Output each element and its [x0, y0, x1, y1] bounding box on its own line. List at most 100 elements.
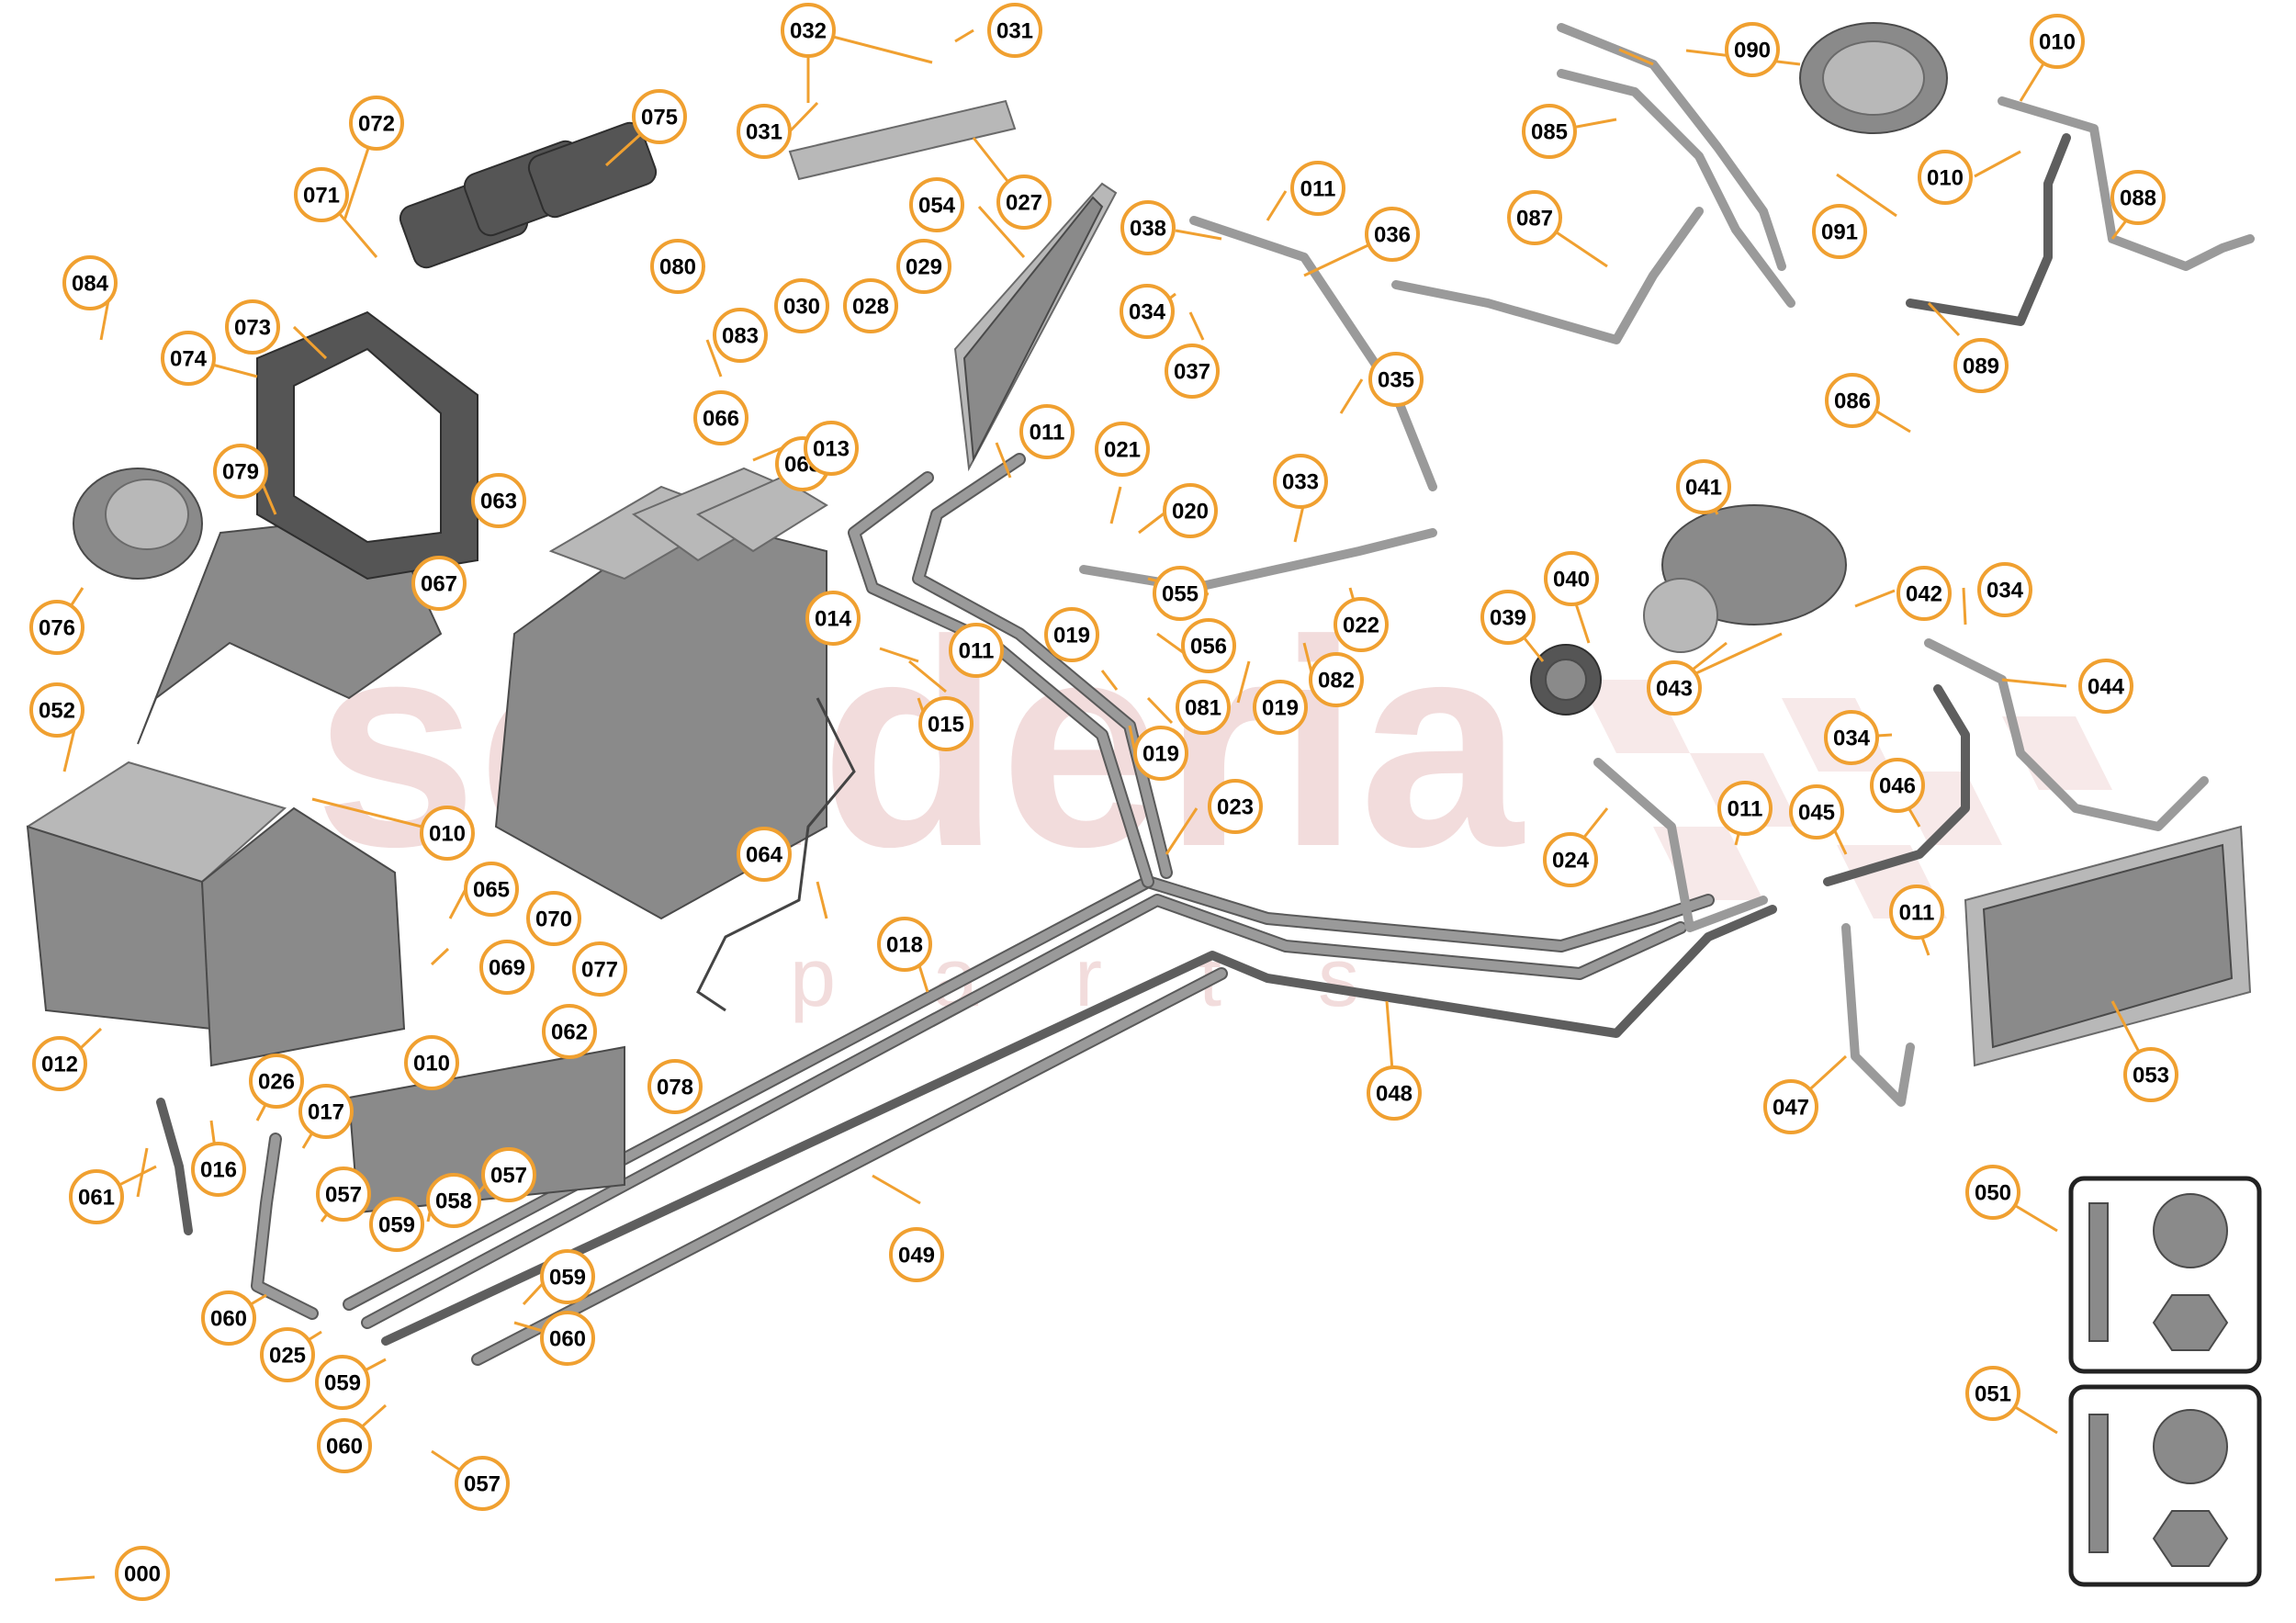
callout-circle	[1825, 373, 1880, 428]
callout-label: 027	[1006, 191, 1042, 216]
callout-circle	[2030, 14, 2085, 69]
callout-label: 080	[659, 255, 696, 280]
callout-037: 037	[1165, 344, 1220, 399]
callout-label: 011	[1728, 797, 1763, 822]
callout-label: 065	[473, 878, 510, 903]
callout-label: 042	[1906, 582, 1942, 607]
callout-circle	[1965, 1366, 2020, 1421]
callout-label: 072	[358, 112, 395, 137]
callout-059: 059	[315, 1355, 370, 1410]
callout-label: 056	[1190, 635, 1227, 659]
callout-018: 018	[877, 917, 932, 972]
callout-label: 074	[170, 347, 208, 372]
callout-label: 058	[435, 1189, 472, 1214]
callout-077: 077	[572, 941, 627, 997]
compressor-090	[1799, 22, 1948, 134]
callout-050: 050	[1965, 1165, 2020, 1220]
callout-circle	[647, 1059, 703, 1114]
callout-089: 089	[1953, 338, 2009, 393]
callout-circle	[213, 444, 268, 499]
callout-label: 022	[1343, 614, 1379, 638]
callout-080: 080	[650, 239, 705, 294]
callout-087: 087	[1507, 190, 1562, 245]
callout-label: 057	[490, 1164, 527, 1189]
callout-063: 063	[471, 473, 526, 528]
callout-circle	[1763, 1079, 1818, 1134]
callout-label: 037	[1174, 360, 1210, 385]
callout-circle	[315, 1355, 370, 1410]
callout-circle	[1977, 562, 2032, 617]
callout-025: 025	[260, 1327, 315, 1382]
callout-011: 011	[1019, 404, 1075, 459]
callout-label: 017	[308, 1100, 344, 1125]
callout-circle	[1368, 352, 1424, 407]
callout-label: 023	[1217, 795, 1254, 820]
callout-054: 054	[909, 177, 964, 232]
callout-090: 090	[1725, 22, 1780, 77]
callout-label: 018	[886, 933, 923, 958]
callout-060: 060	[201, 1291, 256, 1346]
callout-019: 019	[1044, 607, 1099, 662]
callout-022: 022	[1334, 597, 1389, 652]
callout-label: 057	[464, 1472, 501, 1497]
callout-010: 010	[404, 1035, 459, 1090]
callout-circle	[29, 682, 84, 738]
condenser-053	[1964, 825, 2252, 1067]
callout-circle	[632, 89, 687, 144]
callout-035: 035	[1368, 352, 1424, 407]
callout-circle	[1365, 207, 1420, 262]
callout-072: 072	[349, 96, 404, 151]
callout-036: 036	[1365, 207, 1420, 262]
callout-012: 012	[32, 1036, 87, 1091]
callout-circle	[1019, 404, 1075, 459]
callout-060: 060	[540, 1311, 595, 1366]
callout-label: 015	[928, 713, 964, 738]
callout-circle	[1163, 483, 1218, 538]
callout-label: 052	[39, 699, 75, 724]
callout-label: 075	[641, 106, 678, 130]
callout-032: 032	[781, 3, 836, 58]
callout-circle	[949, 623, 1004, 678]
callout-042: 042	[1896, 566, 1952, 621]
callout-circle	[540, 1311, 595, 1366]
callout-017: 017	[298, 1084, 354, 1139]
callout-067: 067	[411, 556, 467, 611]
callout-circle	[909, 177, 964, 232]
callout-circle	[1153, 566, 1208, 621]
callout-circle	[404, 1035, 459, 1090]
callout-059: 059	[540, 1249, 595, 1304]
callout-label: 049	[898, 1244, 935, 1268]
callout-label: 088	[2120, 186, 2156, 211]
callout-circle	[1181, 618, 1236, 673]
callout-label: 091	[1821, 220, 1858, 245]
callout-label: 087	[1516, 207, 1553, 231]
filter-027	[788, 99, 1017, 181]
line-047	[1841, 923, 1915, 1107]
callout-circle	[455, 1456, 510, 1511]
callout-label: 016	[200, 1158, 237, 1183]
callout-circle	[481, 1147, 536, 1202]
callout-circle	[471, 473, 526, 528]
callout-label: 030	[783, 295, 820, 320]
callout-label: 014	[815, 607, 852, 632]
callout-circle	[420, 806, 475, 861]
callout-010: 010	[2030, 14, 2085, 69]
callout-circle	[1208, 779, 1263, 834]
callout-circle	[805, 591, 861, 646]
callout-label: 054	[918, 194, 956, 219]
callout-label: 039	[1490, 606, 1526, 631]
callout-086: 086	[1825, 373, 1880, 428]
callout-circle	[1309, 652, 1364, 707]
callout-circle	[426, 1173, 481, 1228]
callout-label: 000	[124, 1562, 161, 1587]
callout-label: 013	[813, 437, 850, 462]
pulley-039	[1530, 644, 1602, 716]
callout-circle	[526, 891, 581, 946]
callout-circle	[737, 104, 792, 159]
callout-064: 064	[737, 827, 792, 882]
callout-label: 089	[1963, 355, 1999, 379]
callout-circle	[737, 827, 792, 882]
callout-circle	[918, 696, 974, 751]
callout-label: 060	[549, 1327, 586, 1352]
callout-021: 021	[1095, 422, 1150, 477]
